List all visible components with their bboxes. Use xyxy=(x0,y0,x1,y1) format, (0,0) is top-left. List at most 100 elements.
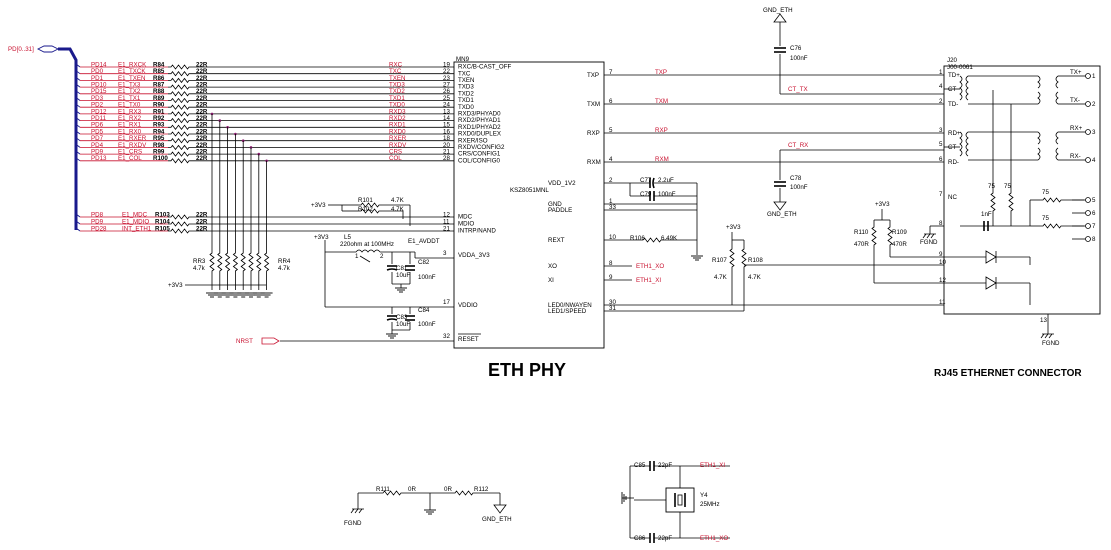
chip-right-num-10: 30 xyxy=(609,299,616,306)
row-bus-9: PD6 xyxy=(91,122,104,129)
row-net-6: TXD0 xyxy=(389,102,405,109)
chip-pin-name-2: TXEN xyxy=(458,77,475,84)
row-net-0: RXC xyxy=(389,61,403,68)
phy-chip xyxy=(453,61,605,349)
row-res-val-2: 22R xyxy=(196,75,208,82)
mgmt-pin-num-2: 21 xyxy=(443,225,450,232)
row-bus-12: PD4 xyxy=(91,142,104,149)
r111-val: 0R xyxy=(408,486,416,493)
gnd-eth-top-symbol xyxy=(773,13,787,23)
row-res-ref-5: R89 xyxy=(153,95,165,102)
c83-val: 10uF xyxy=(396,321,410,328)
row-resistor-6 xyxy=(167,104,193,110)
row-resistor-10 xyxy=(167,131,193,137)
jack-right-pin-5: 6 xyxy=(1092,210,1096,217)
chip-pin-name-7: RXD3/PHYAD0 xyxy=(458,111,501,118)
chip-pin-name-8: RXD2/PHYAD1 xyxy=(458,117,501,124)
mgmt-res-val-0: 22R xyxy=(196,211,208,218)
rr3-ref: RR3 xyxy=(193,258,206,265)
chip-ref: MN9 xyxy=(456,56,470,63)
chip-pin-name-5: TXD1 xyxy=(458,97,474,104)
chip-pin-name-6: TXD0 xyxy=(458,104,474,111)
l5-coil xyxy=(355,249,381,253)
row-res-val-9: 22R xyxy=(196,122,208,129)
chip-pin-num-11: 18 xyxy=(443,135,450,142)
c77-ref: C77 xyxy=(640,177,652,184)
rr3-val: 4.7k xyxy=(193,265,206,272)
row-net-4: TXD2 xyxy=(389,88,405,95)
r102-val: 4.7K xyxy=(391,206,405,213)
mgmt-res-ref-2: R105 xyxy=(155,225,170,232)
row-res-val-5: 22R xyxy=(196,95,208,102)
row-signal-6: E1_TX0 xyxy=(118,102,141,109)
jack-pin-num-4: 5 xyxy=(939,141,943,148)
l5-val: 220ohm at 100MHz xyxy=(340,241,394,248)
r110-val: 470R xyxy=(854,241,869,248)
r106-val: 6.49K xyxy=(661,235,678,242)
pin-vdda-num: 3 xyxy=(443,250,447,257)
ct-tx-label: CT_TX xyxy=(788,86,808,93)
gnd-eth-mid-symbol xyxy=(773,201,787,211)
xi-net-bottom: ETH1_XI xyxy=(700,462,725,469)
row-bus-3: PD10 xyxy=(91,82,107,89)
chip-right-name-1: TXM xyxy=(587,101,600,108)
row-res-ref-4: R88 xyxy=(153,88,165,95)
chip-right-name-8: XO xyxy=(548,263,557,270)
row-resistor-2 xyxy=(167,77,193,83)
row-res-val-8: 22R xyxy=(196,115,208,122)
chip-pin-num-10: 16 xyxy=(443,128,450,135)
chip-right-num-0: 7 xyxy=(609,69,613,76)
row-resistor-0 xyxy=(167,64,193,70)
mgmt-resistor-0 xyxy=(167,214,193,220)
c85-ref: C85 xyxy=(634,462,646,469)
chip-right-num-3: 4 xyxy=(609,156,613,163)
jack-pin-num-2: 2 xyxy=(939,98,943,105)
jack-pin-num-5: 6 xyxy=(939,156,943,163)
chip-right-name-5: GND xyxy=(548,201,562,208)
jack-right-pin-4: 5 xyxy=(1092,197,1096,204)
jack-pin-num-6: 7 xyxy=(939,191,943,198)
chip-right-num-1: 6 xyxy=(609,98,613,105)
c78-ref: C78 xyxy=(790,175,802,182)
row-resistor-12 xyxy=(167,144,193,150)
chip-pin-name-1: TXC xyxy=(458,70,471,77)
row-bus-13: PD9 xyxy=(91,149,104,156)
nrst-label: NRST xyxy=(236,338,253,345)
c78-val: 100nF xyxy=(790,184,808,191)
c86-val: 22pF xyxy=(658,535,672,542)
c81-ref: C81 xyxy=(396,265,408,272)
r107-ref: R107 xyxy=(712,257,727,264)
row-bus-14: PD13 xyxy=(91,155,107,162)
row-bus-11: PD7 xyxy=(91,135,104,142)
chip-pin-name-12: RXDV/CONFIG2 xyxy=(458,144,505,151)
chip-pin-num-3: 27 xyxy=(443,82,450,89)
chip-pin-name-9: RXD1/PHYAD2 xyxy=(458,124,501,131)
chip-right-net-3: RXM xyxy=(655,156,669,163)
c82-ref: C82 xyxy=(418,259,430,266)
c76-ref: C76 xyxy=(790,45,802,52)
chip-pin-name-11: RXER/ISO xyxy=(458,137,488,144)
mgmt-signal-2: INT_ETH1 xyxy=(122,225,152,232)
tx-magnetics xyxy=(959,75,1072,105)
row-net-1: TXC xyxy=(389,68,402,75)
row-resistor-9 xyxy=(167,124,193,130)
row-resistor-5 xyxy=(167,98,193,103)
row-bus-5: PD3 xyxy=(91,95,104,102)
row-res-ref-0: R84 xyxy=(153,61,165,68)
chip-pin-num-4: 26 xyxy=(443,88,450,95)
chip-right-name-6: PADDLE xyxy=(548,207,572,214)
row-resistor-8 xyxy=(167,118,193,124)
row-res-ref-2: R86 xyxy=(153,75,165,82)
chip-right-name-7: REXT xyxy=(548,237,565,244)
row-res-ref-11: R95 xyxy=(153,135,165,142)
r109-ref: R109 xyxy=(892,229,907,236)
chip-pin-num-9: 15 xyxy=(443,122,450,129)
chip-pin-num-5: 25 xyxy=(443,95,450,102)
mgmt-signal-1: E1_MDIO xyxy=(122,218,149,225)
l5-ref: L5 xyxy=(344,234,351,241)
row-signal-8: E1_RX2 xyxy=(118,115,142,122)
fgnd-label-3: FGND xyxy=(344,520,362,527)
r101-val: 4.7K xyxy=(391,197,405,204)
